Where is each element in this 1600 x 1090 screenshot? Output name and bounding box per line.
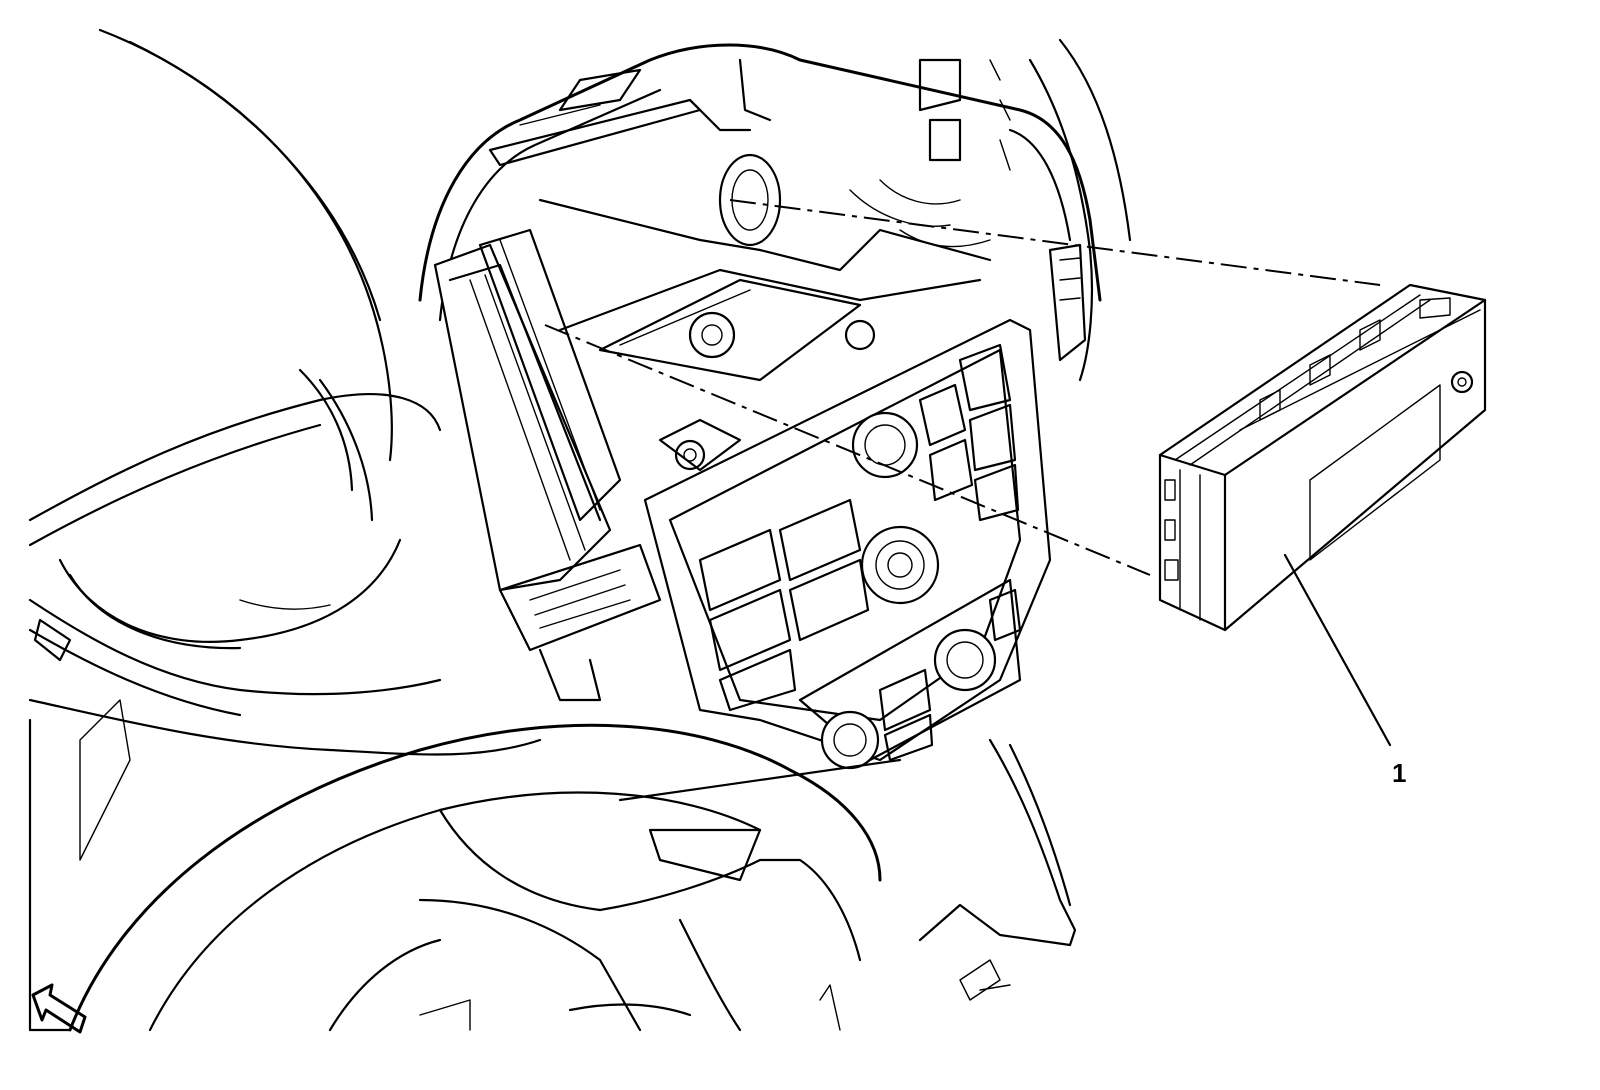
installation-lines: [544, 199, 1381, 576]
callout-label: 1: [1392, 758, 1406, 788]
control-faceplate: [643, 318, 1052, 770]
center-console-opening: [418, 38, 1132, 472]
direction-arrow-icon: [31, 983, 87, 1034]
callout-1: 1: [1283, 553, 1406, 788]
steering-wheel: [68, 723, 882, 1032]
left-air-vent: [433, 228, 662, 702]
lower-console: [618, 738, 1077, 1001]
control-module: [1158, 283, 1487, 632]
instrument-panel-left: [28, 28, 542, 1032]
